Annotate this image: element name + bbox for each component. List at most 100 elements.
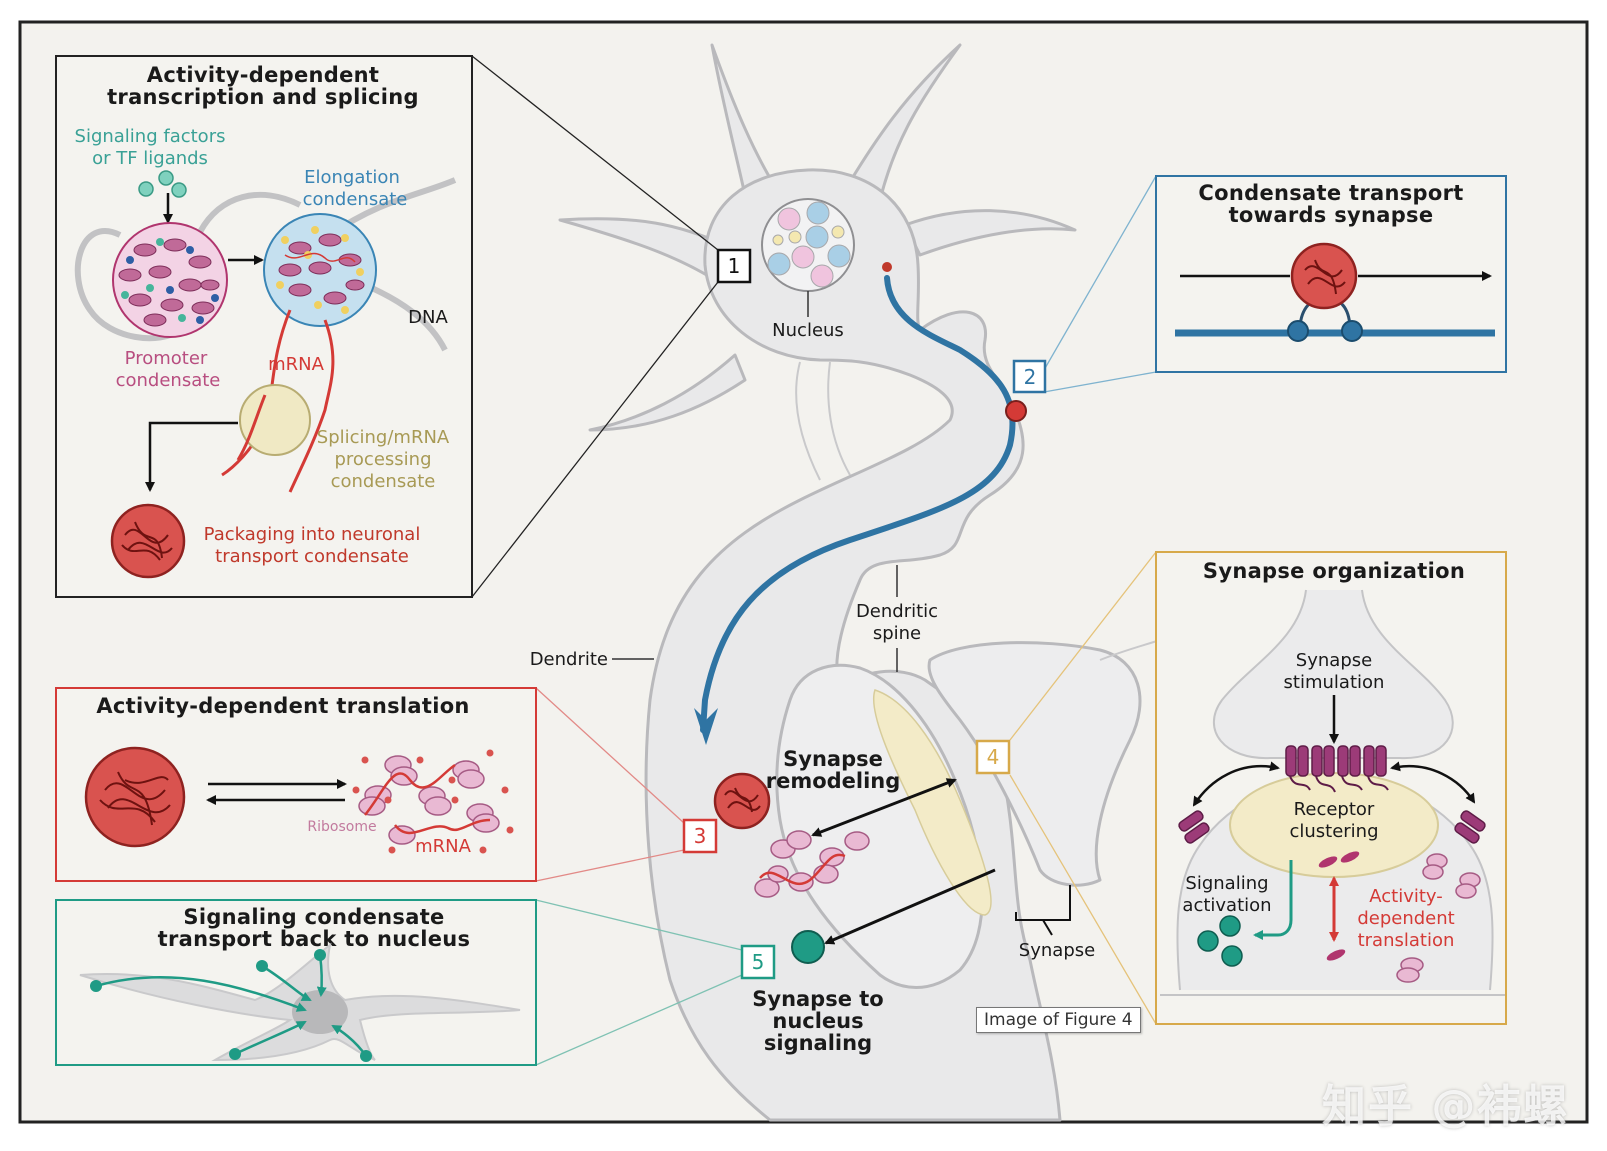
dna-strand-3 <box>363 282 448 352</box>
process-lower-left <box>588 353 747 432</box>
amino-dots <box>352 749 514 854</box>
panel-signaling-title-1: Signaling condensate <box>183 905 444 929</box>
signal-label-2: nucleus <box>772 1009 863 1033</box>
packaging-label-1: Packaging into neuronal <box>204 524 421 545</box>
elongation-rna <box>284 252 356 263</box>
panel-synapse-org: Synapse organization Synapse stimulation… <box>1155 551 1507 1025</box>
marker-4-text: 4 <box>987 745 1000 769</box>
signaling-factors-label-1: Signaling factors <box>75 126 226 147</box>
transport-path <box>700 275 1016 733</box>
translation-mrna-label: mRNA <box>415 836 472 857</box>
promoter-proteins <box>118 238 220 327</box>
process-left <box>558 217 727 282</box>
splicing-condensate <box>239 384 311 456</box>
signaling-activation-label-2: activation <box>1182 895 1271 916</box>
activity-label-2: dependent <box>1357 908 1454 929</box>
motor-2 <box>1341 320 1363 342</box>
signal-label-1: Synapse to <box>752 987 884 1011</box>
signaling-condensates <box>1197 915 1243 967</box>
panel-transport: Condensate transport towards synapse <box>1155 175 1507 373</box>
diffusion-arrow-right <box>1390 761 1476 804</box>
splicing-label-3: condensate <box>331 471 436 492</box>
activity-label-3: translation <box>1358 930 1455 951</box>
panel-translation: Activity-dependent translation Ribosome … <box>55 687 537 882</box>
watermark: 知乎 @袆螺 <box>1322 1081 1570 1132</box>
mrna-strand-2 <box>288 319 335 493</box>
panel-transport-title-1: Condensate transport <box>1198 181 1463 205</box>
granule-mrna <box>99 771 171 826</box>
remodel-arrow <box>811 778 957 837</box>
splicing-label-2: processing <box>334 449 431 470</box>
spine-contents <box>713 772 870 898</box>
translation-granule <box>84 746 186 848</box>
elongation-proteins <box>278 233 365 305</box>
spine-label-2: spine <box>873 623 921 644</box>
mini-nucleus <box>292 990 348 1034</box>
translation-mrna <box>364 763 491 835</box>
promoter-label-1: Promoter <box>125 348 208 369</box>
soma-granule <box>882 262 892 272</box>
marker-5: 5 <box>740 944 776 980</box>
nucleus-label: Nucleus <box>772 320 844 341</box>
stimulation-label-1: Synapse <box>1296 650 1372 671</box>
signaling-factors-label-2: or TF ligands <box>92 148 208 169</box>
remodel-label-1: Synapse <box>783 747 883 771</box>
dna-strand-1 <box>74 228 182 342</box>
synapse-bracket <box>1015 885 1071 936</box>
connector-lines <box>471 55 1157 1066</box>
presynaptic-bouton <box>1212 589 1454 760</box>
receptor-tails <box>1289 775 1389 793</box>
remodel-label-2: remodeling <box>766 769 901 793</box>
image-caption-tag: Image of Figure 4 <box>976 1007 1141 1033</box>
process-right <box>903 209 1077 257</box>
activity-label-1: Activity- <box>1369 886 1443 907</box>
dendrite-label: Dendrite <box>530 649 608 670</box>
panel-translation-title: Activity-dependent translation <box>96 694 469 718</box>
panel-transcription: Activity-dependent transcription and spl… <box>55 55 473 598</box>
elongation-label-1: Elongation <box>304 167 400 188</box>
marker-3: 3 <box>682 818 718 854</box>
transported-granule <box>1005 400 1027 422</box>
signal-label-3: signaling <box>764 1031 872 1055</box>
motor-1 <box>1287 320 1309 342</box>
stimulation-label-2: stimulation <box>1284 672 1385 693</box>
marker-1: 1 <box>716 248 752 284</box>
synapse-label: Synapse <box>1019 940 1095 961</box>
signal-condensate <box>791 930 825 964</box>
diffusion-arrow-left <box>1192 761 1280 807</box>
synapse-ribosomes <box>1396 853 1481 983</box>
marker-4: 4 <box>975 739 1011 775</box>
promoter-dots <box>121 238 219 324</box>
signal-arrow <box>824 868 996 945</box>
marker-3-text: 3 <box>694 824 707 848</box>
marker-5-text: 5 <box>752 950 765 974</box>
signaling-arrow <box>1253 860 1293 940</box>
packaged-condensate <box>110 503 186 579</box>
panel-synapse-org-title: Synapse organization <box>1203 559 1465 583</box>
panel-transport-title-2: towards synapse <box>1229 203 1434 227</box>
panel-transcription-title-2: transcription and splicing <box>107 85 419 109</box>
spine-label-1: Dendritic <box>856 601 938 622</box>
mini-condensates <box>90 949 372 1062</box>
nucleus <box>761 198 855 292</box>
process-upper-right <box>843 43 962 202</box>
packaging-label-2: transport condensate <box>215 546 409 567</box>
ligand-dots <box>138 170 187 198</box>
dna-label: DNA <box>408 307 448 328</box>
mrna-through-splicing <box>236 394 267 461</box>
signaling-activation-label-1: Signaling <box>1185 873 1268 894</box>
receptor-label-2: clustering <box>1289 821 1378 842</box>
presynaptic-terminal <box>927 641 1142 887</box>
panel-transcription-title-1: Activity-dependent <box>147 63 379 87</box>
elongation-label-2: condensate <box>303 189 408 210</box>
mrna-label: mRNA <box>268 354 325 375</box>
promoter-label-2: condensate <box>116 370 221 391</box>
cargo-mrna <box>1304 259 1346 295</box>
marker-2: 2 <box>1012 359 1047 394</box>
transport-arrowhead <box>694 708 718 745</box>
translated-proteins <box>1318 851 1360 961</box>
splicing-label-1: Splicing/mRNA <box>317 427 450 448</box>
ribosome-label: Ribosome <box>307 819 376 835</box>
